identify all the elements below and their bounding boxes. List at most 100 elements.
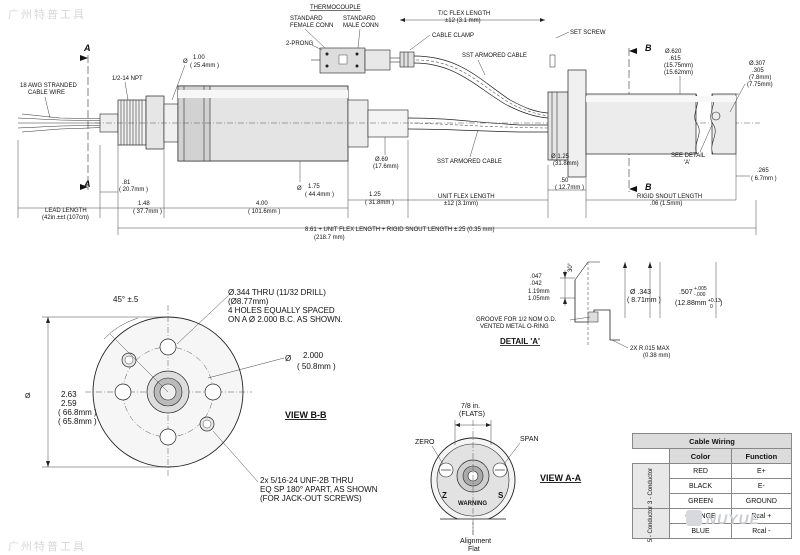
dim-148-2: ( 37.7mm ) — [133, 209, 162, 215]
radius-2: (0.38 mm) — [643, 353, 670, 359]
set-screw-label: SET SCREW — [570, 30, 606, 36]
groove-2: VENTED METAL O-RING — [480, 324, 549, 330]
watermark-top: 广州特普工具 — [8, 9, 86, 21]
npt-fitting — [117, 95, 179, 150]
holes-1: Ø.344 THRU (11/32 DRILL) — [228, 288, 326, 297]
dim-125b-1: 1.25 — [369, 192, 381, 198]
row-color-1: BLACK — [669, 478, 732, 494]
threads-2: EQ SP 180° APART, AS SHOWN — [260, 485, 378, 494]
dia-symbol-100: Ø — [183, 59, 188, 65]
tc-flex-length-2: ±12 (3.1 mm) — [445, 18, 481, 24]
dim-81-2: ( 20.7mm ) — [119, 187, 148, 193]
thermocouple-label: THERMOCOUPLE — [310, 5, 361, 11]
rigid-snout-1: RIGID SNOUT LENGTH — [637, 194, 702, 200]
bolt-hole-bottom — [159, 428, 177, 446]
dim-343-2: ( 8.71mm ) — [627, 297, 661, 304]
s-marker: S — [498, 491, 504, 500]
holes-4: ON A Ø 2.000 B.C. AS SHOWN. — [228, 315, 343, 324]
section-a-top: A — [83, 43, 91, 53]
view-bb: 45° ±.5 Ø 2.63 2.59 ( 66.8mm ) ( 65.8mm … — [25, 288, 378, 503]
alignment-2: Flat — [468, 546, 480, 553]
dia-307-4: (7.75mm) — [747, 82, 773, 88]
bolt-hole-right — [204, 383, 222, 401]
section-b-top: B — [645, 43, 652, 53]
cable-wiring-title: Cable Wiring — [632, 433, 792, 449]
holes-3: 4 HOLES EQUALLY SPACED — [228, 306, 335, 315]
dim-50-2: ( 12.7mm ) — [555, 185, 584, 191]
od-3: ( 66.8mm ) — [58, 408, 97, 417]
dia-307-3: (7.8mm) — [749, 75, 771, 81]
dim-047-2: .042 — [530, 281, 542, 287]
bc-dia-2: ( 50.8mm ) — [297, 362, 336, 371]
see-detail-1: SEE DETAIL — [671, 153, 706, 159]
bc-dia-symbol: Ø — [285, 354, 291, 363]
od-2: 2.59 — [61, 399, 77, 408]
dimension-chain — [17, 140, 757, 235]
section-b-bottom: B — [645, 182, 652, 192]
see-detail-2: 'A' — [684, 160, 690, 166]
dia-125-1: Ø 1.25 — [551, 154, 570, 160]
dim-265-1: .265 — [757, 168, 769, 174]
dim-148-1: 1.48 — [138, 201, 150, 207]
alignment-1: Alignment — [460, 538, 491, 545]
dia-620-2: .615 — [669, 56, 681, 62]
group-5-conductor: 5 - Conductor — [648, 505, 655, 542]
row-function-0: E+ — [730, 463, 793, 479]
dim-047-1: .047 — [530, 274, 542, 280]
cable-clamp-label: CABLE CLAMP — [432, 33, 474, 39]
dim-1288-1: (12.88mm — [675, 300, 707, 307]
od-dia-symbol: Ø — [25, 393, 31, 400]
dim-265-2: ( 6.7mm ) — [751, 176, 777, 182]
groove-1: GROOVE FOR 1/2 NOM O.D. — [476, 317, 557, 323]
od-4: ( 65.8mm ) — [58, 417, 97, 426]
awg-cable-label-2: CABLE WIRE — [28, 90, 65, 96]
col-color: Color — [669, 448, 732, 464]
dim-507-2: +.005 — [694, 286, 707, 292]
overall-2: (218.7 mm) — [314, 235, 345, 241]
dim-343-1: Ø .343 — [630, 289, 651, 296]
dim-400-2: ( 101.6mm ) — [248, 209, 280, 215]
dia-069-value: Ø.69 — [375, 157, 389, 163]
view-aa: 7/8 in. (FLATS) ZERO SPAN Z S WARNING VI… — [415, 403, 582, 553]
zero-label: ZERO — [415, 439, 435, 446]
dim-125b-2: ( 31.8mm ) — [365, 200, 394, 206]
tc-flex-length-1: T/C FLEX LENGTH — [438, 11, 490, 17]
section-a-bottom: A — [83, 179, 91, 189]
dia-125-2: (31.8mm) — [553, 161, 579, 167]
dim-400-1: 4.00 — [256, 201, 268, 207]
two-prong-label: 2-PRONG — [286, 41, 314, 47]
side-view: A A 18 AWG STRANDED CABLE WIRE 1/2-14 NP… — [17, 5, 777, 241]
angle-30: 30° — [568, 262, 574, 272]
upper-armored-cable — [413, 55, 549, 119]
dia-symbol-175: Ø — [297, 186, 302, 192]
dim-81-1: .81 — [122, 180, 131, 186]
rigid-snout — [585, 93, 740, 155]
row-color-2: GREEN — [669, 493, 732, 509]
row-function-2: GROUND — [730, 493, 793, 509]
dia-100-mm: ( 25.4mm ) — [190, 63, 219, 69]
unit-flex-1: UNIT FLEX LENGTH — [438, 194, 495, 200]
dia-069-mm: (17.6mm) — [373, 164, 399, 170]
row-function-1: E- — [730, 478, 793, 494]
dia-620-4: (15.62mm) — [664, 70, 693, 76]
main-body — [177, 85, 409, 162]
dim-1288-2: +0.13 — [708, 298, 721, 304]
detail-a: .047 .042 1.19mm 1.05mm 30° Ø .343 ( 8.7… — [476, 261, 722, 359]
unit-flex-2: ±12 (3.1mm) — [444, 201, 478, 207]
overall-1: 8.61 + UNIT FLEX LENGTH + RIGID SNOUT LE… — [305, 227, 494, 233]
awg-cable-label-1: 18 AWG STRANDED — [20, 83, 77, 89]
bolt-hole-top — [159, 338, 177, 356]
dia-100-value: 1.00 — [193, 55, 205, 61]
std-female-1: STANDARD — [290, 16, 323, 22]
dia-620-3: (15.75mm) — [664, 63, 693, 69]
dia-175-mm: ( 44.4mm ) — [305, 192, 334, 198]
sst-armored-upper: SST ARMORED CABLE — [462, 53, 527, 59]
threads-1: 2x 5/16-24 UNF-2B THRU — [260, 476, 353, 485]
cable-clamp — [399, 51, 415, 68]
dim-119-2: 1.05mm — [528, 296, 550, 302]
npt-label: 1/2-14 NPT — [112, 76, 143, 82]
threads-3: (FOR JACK-OUT SCREWS) — [260, 494, 362, 503]
bolt-hole-left — [114, 383, 132, 401]
brand-logo-icon — [686, 510, 702, 526]
